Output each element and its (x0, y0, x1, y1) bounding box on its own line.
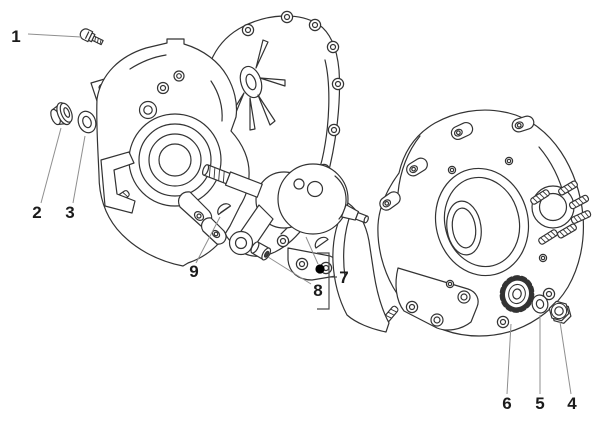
key-part-7 (314, 236, 329, 249)
leader-line-2 (40, 127, 62, 204)
crank-web-right (277, 163, 349, 235)
callout-label-4: 4 (567, 394, 577, 413)
callout-leaders (27, 33, 572, 395)
callout-label-1: 1 (11, 27, 20, 46)
roller-part-8 (250, 241, 272, 261)
crankcase-half-right (332, 109, 593, 337)
leader-line-4 (559, 321, 572, 395)
bearing-boss (128, 113, 222, 207)
washer-part-5 (531, 294, 549, 314)
callout-label-9: 9 (189, 262, 198, 281)
nut-part-4 (548, 300, 572, 324)
group-bracket-7 (317, 252, 337, 310)
leader-line-6 (506, 323, 512, 395)
crank-shaft-right-end (340, 204, 369, 224)
callout-label-6: 6 (502, 394, 511, 413)
position-dot (315, 264, 325, 274)
leader-line-8 (267, 256, 312, 285)
leader-line-dot (305, 236, 319, 265)
crankcase-half-left (90, 38, 250, 267)
mount-shield (332, 202, 390, 333)
callout-label-7: 7 (339, 268, 348, 287)
callout-label-2: 2 (32, 203, 41, 222)
key-part-9 (217, 203, 232, 216)
crankshaft-assembly (201, 163, 369, 256)
callout-label-8: 8 (313, 281, 322, 300)
callout-label-5: 5 (535, 394, 544, 413)
bottom-strut (395, 267, 479, 331)
callout-label-3: 3 (65, 203, 74, 222)
screw-part-1 (79, 28, 104, 46)
callout-labels: 1 2 3 4 5 6 7 8 9 (11, 27, 577, 413)
fan-hub (227, 39, 286, 131)
leader-line-1 (27, 33, 82, 38)
side-bracket (100, 151, 136, 214)
crank-shaft-left-end (201, 164, 263, 198)
leader-line-9 (195, 216, 221, 264)
gear-part-6 (499, 275, 535, 313)
line-drawing (50, 10, 593, 337)
nut-part-2 (50, 102, 73, 126)
leader-line-3 (72, 135, 86, 204)
crank-chamber-opening (434, 167, 530, 277)
washer-part-3 (77, 110, 97, 134)
